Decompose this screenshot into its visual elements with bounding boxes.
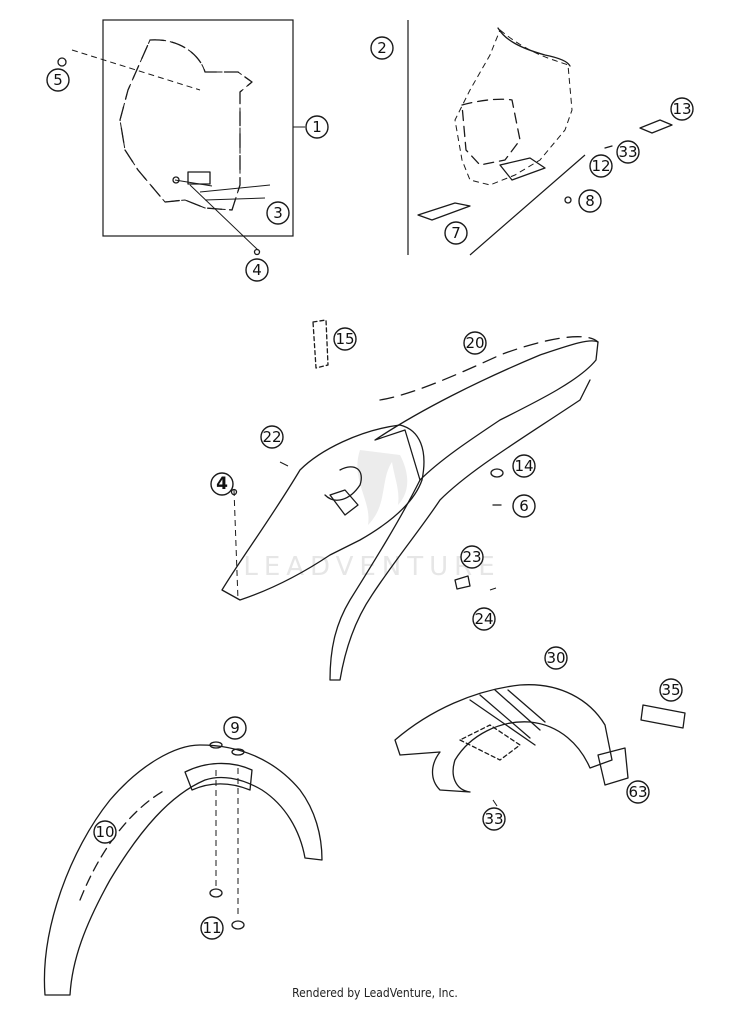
callout-12: 12 [589,154,613,178]
svg-text:33: 33 [484,810,503,828]
callout-7: 7 [444,221,468,245]
plate-bracket [187,171,211,185]
screw-22 [279,461,289,467]
headlight-mask-outline [454,29,573,186]
svg-text:3: 3 [273,204,283,222]
reflector-35 [640,704,686,729]
number-plate-kit-frame [102,19,294,237]
svg-text:30: 30 [546,649,565,667]
callout-23: 23 [460,545,484,569]
callout-4a: 4 [245,258,269,282]
side-panel-lower [329,379,591,681]
rear-fender-ribs [469,689,546,746]
grommet-14 [490,468,504,478]
callout-22: 22 [260,425,284,449]
svg-text:4: 4 [216,474,228,494]
plate-mount-hole [172,176,180,184]
leader-dash-5 [71,49,201,91]
callout-63: 63 [626,780,650,804]
grommet-5 [57,57,67,67]
callout-35: 35 [659,678,683,702]
svg-text:8: 8 [585,192,595,210]
svg-text:12: 12 [591,157,610,175]
decal-15 [312,319,329,369]
shroud-22 [221,424,425,601]
callout-1: 1 [305,115,329,139]
callout-33b: 33 [482,807,506,831]
callout-13: 13 [670,97,694,121]
callout-10: 10 [93,820,117,844]
callout-5: 5 [46,68,70,92]
callout-33a: 33 [616,140,640,164]
svg-text:9: 9 [230,719,240,737]
side-panel-20 [374,340,599,481]
svg-text:5: 5 [53,71,63,89]
callout-9: 9 [223,716,247,740]
decal-63 [597,747,629,786]
svg-text:22: 22 [262,428,281,446]
plate-detail-lines [174,179,271,201]
svg-text:10: 10 [95,823,114,841]
rear-fender-30 [394,684,613,793]
shroud-detail [324,466,362,501]
callout-15: 15 [333,327,357,351]
screw-4 [253,248,261,256]
screw-4b [230,488,238,496]
callout-14: 14 [512,454,536,478]
headlight-mask-assembly [407,20,673,256]
callout-6: 6 [512,494,536,518]
number-plate-outline [119,39,253,211]
watermark: LEADVENTURE [243,450,500,582]
shroud-assembly [221,319,599,681]
svg-text:63: 63 [628,783,647,801]
svg-text:33: 33 [618,143,637,161]
nut-23 [454,575,471,590]
callout-11: 11 [200,916,224,940]
footer-credit: Rendered by LeadVenture, Inc. [292,986,458,1000]
svg-text:6: 6 [519,497,529,515]
svg-text:11: 11 [202,919,221,937]
callout-2: 2 [370,36,394,60]
svg-text:1: 1 [312,118,322,136]
washer-9a [209,741,223,749]
svg-text:14: 14 [514,457,533,475]
screw-8 [564,196,572,204]
callout-20: 20 [463,331,487,355]
svg-text:7: 7 [451,224,461,242]
callout-3: 3 [266,201,290,225]
front-fender-assembly [43,741,323,996]
pin-12 [604,145,613,149]
svg-text:2: 2 [377,39,387,57]
rear-fender-assembly [394,684,686,807]
svg-text:24: 24 [474,610,493,628]
washer-11a [209,888,223,898]
headlight-lens [499,157,546,181]
svg-text:23: 23 [462,548,481,566]
washer-9b [231,748,245,756]
leader-dash-4b [233,489,239,601]
callouts: 1 2 3 4 4 5 6 7 8 9 10 11 12 13 14 15 20… [46,36,694,940]
svg-text:15: 15 [335,330,354,348]
callout-4b: 4 [210,472,234,496]
decal-7 [417,202,471,221]
svg-text:13: 13 [672,100,691,118]
callout-24: 24 [472,607,496,631]
washer-11b [231,920,245,930]
svg-text:20: 20 [465,334,484,352]
screw-24 [489,587,497,591]
callout-30: 30 [544,646,568,670]
leader-line-4a [189,184,259,251]
svg-text:35: 35 [661,681,680,699]
clip-13 [639,119,673,134]
front-fender-10 [43,744,323,996]
svg-text:4: 4 [252,261,262,279]
screw-33b [492,799,498,807]
callout-8: 8 [578,189,602,213]
number-plate-assembly [57,19,305,256]
shroud-bracket [329,489,359,516]
watermark-text: LEADVENTURE [243,552,500,582]
